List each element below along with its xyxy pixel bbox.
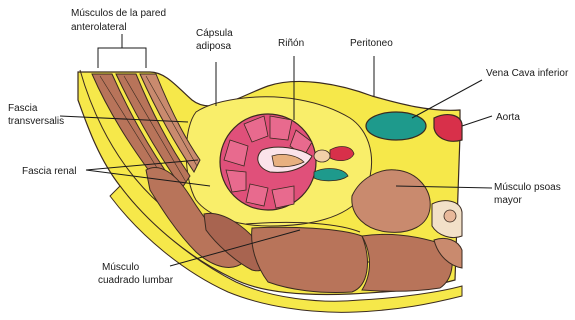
leader-musculos-bracket	[98, 34, 146, 68]
label-capsula: Cápsula	[196, 28, 233, 39]
label-rinon: Riñón	[278, 38, 304, 49]
vena-cava-inferior	[366, 112, 426, 140]
vertebral-canal	[444, 210, 456, 222]
label-psoas: Músculo psoas	[494, 182, 561, 193]
label-musculos-anterolateral: anterolateral	[71, 22, 127, 33]
renal-artery	[330, 147, 354, 161]
label-aorta: Aorta	[496, 112, 520, 123]
posterior-muscle-mass	[252, 227, 368, 292]
label-capsula-adiposa: adiposa	[196, 41, 231, 52]
label-musculos-pared: Músculos de la pared	[71, 8, 166, 19]
label-fascia: Fascia	[8, 103, 38, 114]
label-vena-cava: Vena Cava inferior	[486, 68, 569, 79]
leader-aorta	[462, 116, 492, 126]
label-fascia-renal: Fascia renal	[22, 166, 76, 177]
label-cuadrado-lumbar: cuadrado lumbar	[98, 275, 174, 286]
kidney	[220, 114, 316, 210]
label-peritoneo: Peritoneo	[350, 38, 393, 49]
label-psoas-mayor: mayor	[494, 195, 522, 206]
ureter	[314, 150, 330, 162]
label-musculo: Músculo	[102, 262, 140, 273]
label-transversalis: transversalis	[8, 116, 64, 127]
